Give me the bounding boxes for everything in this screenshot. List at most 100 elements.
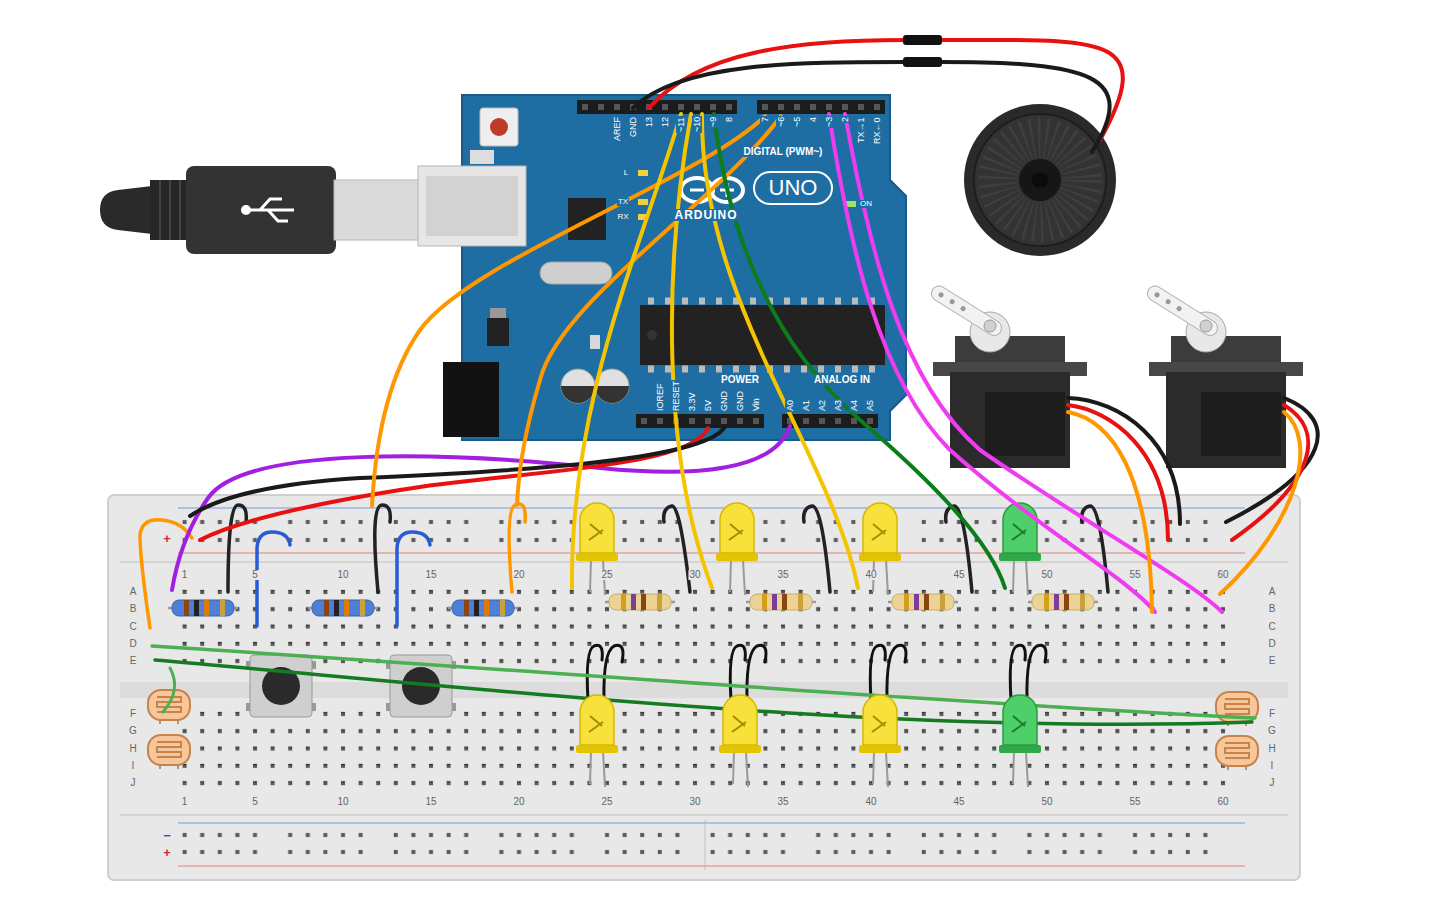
signal-wire <box>1220 412 1300 594</box>
pin-label: 4 <box>808 116 818 123</box>
servo-motor <box>1145 283 1303 468</box>
arduino-board <box>648 298 880 305</box>
jumper-wire <box>155 660 1252 724</box>
speaker <box>1032 172 1048 188</box>
board-label: ANALOG IN <box>812 375 872 385</box>
row-letter: I <box>131 761 136 771</box>
arduino-board <box>636 414 764 428</box>
arduino-board <box>443 362 499 437</box>
signal-wire <box>517 116 781 505</box>
signal-wire <box>845 114 1222 612</box>
breadboard-components <box>888 594 958 610</box>
row-letter: F <box>129 709 137 719</box>
board-label: POWER <box>719 375 761 385</box>
arduino-board <box>561 386 595 403</box>
arduino-board <box>590 335 600 349</box>
usb-cable <box>150 180 188 240</box>
row-letter: D <box>128 639 137 649</box>
rail-sign: + <box>162 532 172 545</box>
jumper-wire <box>804 506 830 592</box>
servo-motor <box>929 283 1087 468</box>
arduino-board <box>470 150 494 164</box>
arduino-board <box>480 108 518 146</box>
jumper-wire <box>887 645 906 700</box>
arduino-board <box>638 199 648 205</box>
row-letter: B <box>129 604 138 614</box>
row-letter: F <box>1268 709 1276 719</box>
jumper-wire <box>587 645 602 700</box>
arduino-board <box>418 166 526 246</box>
breadboard <box>108 495 1300 880</box>
led <box>859 695 901 787</box>
arduino-board <box>757 100 885 114</box>
signal-wire <box>649 40 905 108</box>
pin-label: 8 <box>724 116 734 123</box>
column-number: 20 <box>512 797 525 807</box>
breadboard <box>176 843 1232 860</box>
jumper-wire <box>140 520 192 628</box>
column-number: 10 <box>336 797 349 807</box>
pin-label: 5V <box>703 399 713 412</box>
column-number: 45 <box>952 797 965 807</box>
usb-cable <box>160 180 180 240</box>
jumper-wire <box>509 504 525 592</box>
row-letter: H <box>1267 744 1276 754</box>
column-number: 15 <box>424 570 437 580</box>
board-label: DIGITAL (PWM~) <box>742 147 825 157</box>
row-letter: D <box>1267 639 1276 649</box>
arduino-board <box>426 176 518 236</box>
speaker <box>974 114 1106 246</box>
column-number: 50 <box>1040 570 1053 580</box>
column-number: 35 <box>776 797 789 807</box>
led-label: ON <box>859 200 873 208</box>
speaker <box>998 138 1082 222</box>
breadboard-components <box>148 735 190 769</box>
arduino-board <box>647 330 657 340</box>
pin-label: 7 <box>760 116 770 123</box>
led <box>719 695 761 787</box>
row-letter: A <box>129 587 138 597</box>
rail-sign: − <box>162 829 172 842</box>
led-label: RX <box>616 213 629 221</box>
signal-wire <box>172 426 790 590</box>
pin-label: GND <box>735 390 745 412</box>
row-letter: I <box>1270 761 1275 771</box>
usb-cable <box>334 180 422 240</box>
usb-cable <box>246 199 294 221</box>
column-number: 50 <box>1040 797 1053 807</box>
led <box>859 503 901 595</box>
row-letter: J <box>1269 778 1276 788</box>
breadboard <box>176 843 1232 860</box>
signal-wire <box>172 35 1318 612</box>
pin-label: Vin <box>751 397 761 412</box>
breadboard-components <box>308 600 378 616</box>
pin-label: GND <box>719 390 729 412</box>
pin-label: TX→1 <box>856 116 866 144</box>
column-number: 20 <box>512 570 525 580</box>
arduino-board <box>490 308 506 318</box>
pin-label: A5 <box>865 399 875 412</box>
pin-label: RX←0 <box>872 116 882 145</box>
breadboard-components <box>148 690 190 724</box>
pin-label: AREF <box>612 116 622 142</box>
pin-label: A3 <box>833 399 843 412</box>
pin-label: ~3 <box>824 116 834 128</box>
arduino-board <box>754 172 832 204</box>
led <box>576 503 1041 787</box>
jumper-wire <box>730 645 745 700</box>
row-letter: A <box>1268 587 1277 597</box>
breadboard <box>176 513 1232 530</box>
signal-wire <box>829 114 1155 612</box>
jumper-wire <box>946 506 972 592</box>
led-label: L <box>623 169 629 177</box>
led <box>716 503 758 595</box>
row-letter: G <box>128 726 138 736</box>
pin-label: A0 <box>785 399 795 412</box>
pin-label: 12 <box>660 116 670 128</box>
signal-wire <box>572 114 681 588</box>
jumper-wire <box>664 506 690 592</box>
signal-wire <box>903 35 942 45</box>
column-number: 40 <box>864 570 877 580</box>
